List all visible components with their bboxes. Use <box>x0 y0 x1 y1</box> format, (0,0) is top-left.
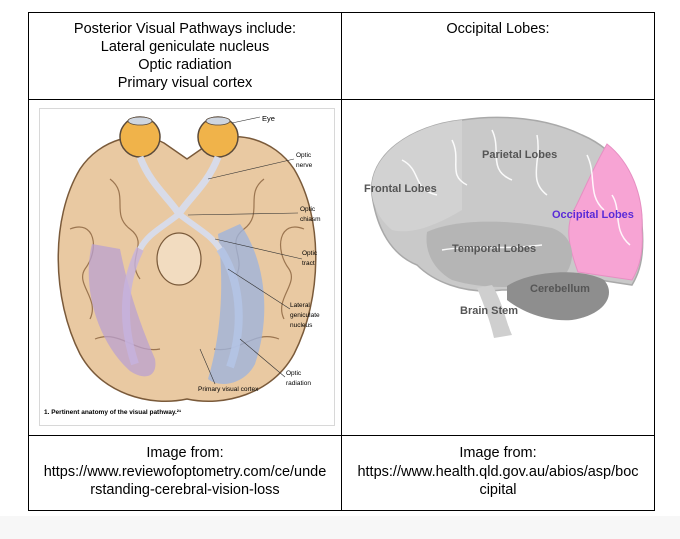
right-credit-line: Image from: <box>459 445 537 461</box>
gyri-right-1 <box>280 226 305 320</box>
header-row: Posterior Visual Pathways include: Later… <box>28 12 655 100</box>
sulci-1 <box>401 129 548 196</box>
left-credit-cell: Image from: https://www.reviewofoptometr… <box>28 435 342 511</box>
bottom-band <box>0 516 680 539</box>
label-optic-chiasm-2: chiasm <box>300 216 321 223</box>
left-eye-lens <box>127 116 153 126</box>
label-frontal-lobes: Frontal Lobes <box>364 183 437 195</box>
left-header-line: Posterior Visual Pathways include: <box>73 21 297 37</box>
right-eye-lens <box>205 116 231 126</box>
left-header-line: Lateral geniculate nucleus <box>100 39 270 55</box>
left-header-line: Primary visual cortex <box>117 75 253 91</box>
label-brain-stem: Brain Stem <box>460 305 518 317</box>
label-occipital-lobes: Occipital Lobes <box>552 209 634 221</box>
cerebellum <box>507 272 609 321</box>
right-credit-text: Image from: https://www.health.qld.gov.a… <box>342 436 654 500</box>
right-credit-url-part-2: cipital <box>479 482 517 498</box>
figure-caption: 1. Pertinent anatomy of the visual pathw… <box>44 409 182 416</box>
label-lgn-3: nucleus <box>290 322 313 329</box>
left-header-line: Optic radiation <box>138 57 232 73</box>
left-image-cell: Eye Optic nerve Optic chiasm Optic tract… <box>28 99 342 436</box>
brain-lobes-illustration: Parietal Lobes Frontal Lobes Occipital L… <box>364 116 644 338</box>
right-header-cell: Occipital Lobes: <box>341 12 655 100</box>
credit-row: Image from: https://www.reviewofoptometr… <box>28 435 655 511</box>
brain-stem <box>477 285 512 338</box>
left-credit-line: Image from: <box>146 445 224 461</box>
label-eye: Eye <box>262 114 275 123</box>
occipital-lobe <box>568 143 643 281</box>
label-parietal-lobes: Parietal Lobes <box>482 149 557 161</box>
label-optic-tract-1: Optic <box>302 250 318 257</box>
left-header-text: Posterior Visual Pathways include: Later… <box>29 13 341 92</box>
label-optic-tract-2: tract <box>302 260 315 267</box>
sulci-2 <box>586 154 631 246</box>
image-row: Eye Optic nerve Optic chiasm Optic tract… <box>28 99 655 436</box>
optic-nerves <box>136 155 222 216</box>
visual-pathway-illustration: Eye Optic nerve Optic chiasm Optic tract… <box>57 114 321 402</box>
label-optic-radiation-2: radiation <box>286 380 311 387</box>
gyri-left-1 <box>69 226 94 320</box>
label-temporal-lobes: Temporal Lobes <box>452 243 536 255</box>
left-credit-url-part-2: rstanding-cerebral-vision-loss <box>90 482 280 498</box>
label-lgn-2: geniculate <box>290 312 320 319</box>
content-table: Posterior Visual Pathways include: Later… <box>28 12 655 511</box>
sulci-3 <box>441 244 543 251</box>
optic-tracts <box>137 211 223 251</box>
label-cerebellum: Cerebellum <box>530 283 590 295</box>
optic-radiation-left <box>121 247 144 366</box>
label-primary-visual-cortex: Primary visual cortex <box>198 386 259 393</box>
optic-radiation-right <box>216 246 243 369</box>
visual-pathway-figure: Eye Optic nerve Optic chiasm Optic tract… <box>39 108 335 426</box>
brainstem <box>156 232 202 286</box>
left-credit-url-part-1: https://www.reviewofoptometry.com/ce/und… <box>43 463 327 480</box>
label-optic-nerve-2: nerve <box>296 162 313 169</box>
right-credit-url-part-1: https://www.health.qld.gov.au/abios/asp/… <box>357 463 639 480</box>
right-image-cell: Parietal Lobes Frontal Lobes Occipital L… <box>341 99 655 436</box>
frontal-lobe <box>371 120 462 232</box>
label-optic-nerve-1: Optic <box>296 152 312 159</box>
label-optic-radiation-1: Optic <box>286 370 302 377</box>
right-header-text: Occipital Lobes: <box>446 21 550 37</box>
label-optic-chiasm-1: Optic <box>300 206 316 213</box>
right-credit-cell: Image from: https://www.health.qld.gov.a… <box>341 435 655 511</box>
left-header-cell: Posterior Visual Pathways include: Later… <box>28 12 342 100</box>
left-credit-text: Image from: https://www.reviewofoptometr… <box>29 436 341 500</box>
temporal-lobe <box>426 221 572 287</box>
label-lgn-1: Lateral <box>290 302 310 309</box>
